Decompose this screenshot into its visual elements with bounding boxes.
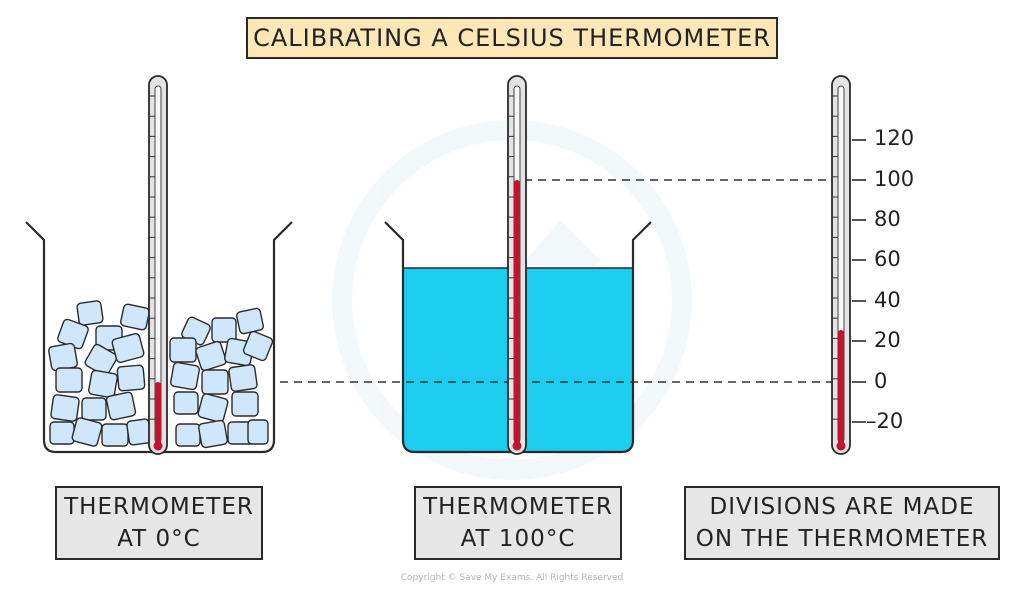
scale-label-20: 20	[874, 328, 901, 352]
ice-beaker	[25, 221, 293, 454]
mercury-column	[514, 180, 520, 448]
scale-label-minus-20: –20	[866, 409, 904, 433]
diagram-title: CALIBRATING A CELSIUS THERMOMETER	[246, 17, 778, 59]
scale-label-40: 40	[874, 288, 901, 312]
caption-line: ON THE THERMOMETER	[695, 526, 989, 552]
caption-line: THERMOMETER	[64, 494, 254, 520]
scale-label-80: 80	[874, 207, 901, 231]
thermometer-at-hundred	[507, 75, 527, 455]
caption-thermometer-zero: THERMOMETER AT 0°C	[55, 486, 263, 560]
caption-line: AT 0°C	[117, 526, 201, 552]
scale-label-100: 100	[874, 167, 915, 191]
caption-line: THERMOMETER	[423, 494, 613, 520]
mercury-column	[838, 330, 844, 448]
scale-label-60: 60	[874, 247, 901, 271]
copyright-notice: Copyright © Save My Exams. All Rights Re…	[400, 573, 624, 583]
caption-line: AT 100°C	[460, 526, 576, 552]
caption-line: DIVISIONS ARE MADE	[709, 494, 975, 520]
scale-label-0: 0	[874, 369, 888, 393]
scale-label-120: 120	[874, 126, 915, 150]
thermometer-at-zero	[148, 75, 168, 455]
ice-cubes	[48, 300, 274, 449]
caption-thermometer-hundred: THERMOMETER AT 100°C	[414, 486, 622, 560]
mercury-column	[155, 382, 161, 448]
caption-divisions: DIVISIONS ARE MADE ON THE THERMOMETER	[684, 486, 1000, 560]
calibrated-thermometer	[831, 75, 866, 455]
